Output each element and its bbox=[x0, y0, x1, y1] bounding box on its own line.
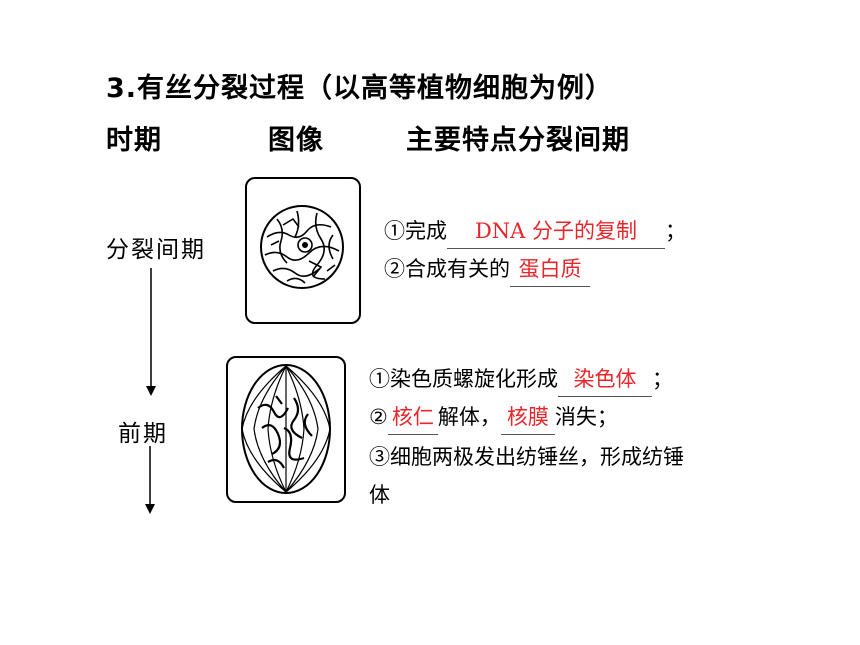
timeline-arrow-1 bbox=[146, 268, 156, 396]
interphase-cell-drawing bbox=[260, 205, 344, 289]
answer-nucleolus: 核仁 bbox=[387, 400, 438, 435]
interphase-line-2: ②合成有关的蛋白质 bbox=[384, 252, 590, 287]
prophase-line1-suffix: ； bbox=[652, 367, 673, 391]
section-heading: 3.有丝分裂过程（以高等植物细胞为例） bbox=[106, 73, 614, 104]
answer-dna-replication: DNA 分子的复制 bbox=[447, 214, 665, 249]
interphase-cell-image bbox=[245, 177, 361, 324]
prophase-line2-prefix: ② bbox=[369, 405, 388, 429]
prophase-line2-middle: 解体， bbox=[437, 405, 501, 429]
column-header-image: 图像 bbox=[268, 125, 324, 156]
prophase-cell-image bbox=[226, 356, 346, 503]
prophase-line-1: ①染色质螺旋化形成染色体； bbox=[369, 362, 673, 397]
column-header-period: 时期 bbox=[106, 125, 162, 156]
prophase-line2-suffix: 消失； bbox=[554, 405, 618, 429]
prophase-line1-prefix: ①染色质螺旋化形成 bbox=[369, 367, 558, 391]
prophase-cell-drawing bbox=[241, 364, 331, 494]
interphase-line2-prefix: ②合成有关的 bbox=[384, 257, 510, 281]
column-header-features: 主要特点分裂间期 bbox=[406, 125, 630, 156]
stage-label-interphase: 分裂间期 bbox=[106, 237, 206, 263]
prophase-line-3: ③细胞两极发出纺锤丝，形成纺锤 bbox=[369, 445, 684, 469]
timeline-arrow-2 bbox=[145, 446, 155, 514]
prophase-line-4: 体 bbox=[369, 483, 390, 507]
answer-chromosome: 染色体 bbox=[558, 362, 652, 397]
interphase-line1-prefix: ①完成 bbox=[384, 219, 447, 243]
stage-label-prophase: 前期 bbox=[118, 421, 168, 447]
answer-protein: 蛋白质 bbox=[510, 252, 590, 287]
answer-nuclear-membrane: 核膜 bbox=[500, 400, 555, 435]
interphase-line1-suffix: ； bbox=[665, 219, 686, 243]
